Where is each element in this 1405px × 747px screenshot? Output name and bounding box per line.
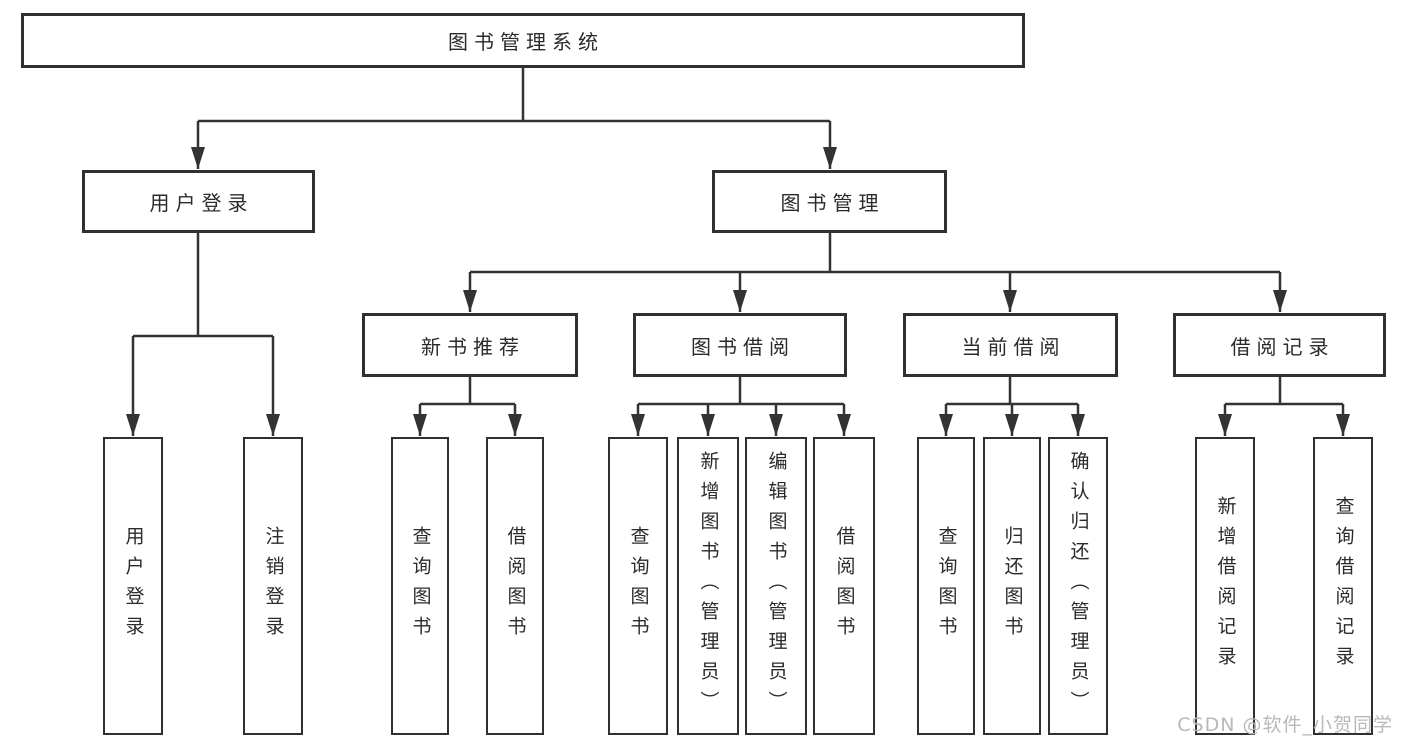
node-new-book-recommend: 新书推荐: [362, 313, 578, 377]
node-user-login-label: 用户登录: [149, 191, 254, 215]
leaf-user-login: 用户登录: [103, 437, 163, 735]
leaf-borrow-add-books-admin-label: 新增图书（管理员）: [697, 451, 720, 721]
leaf-recommend-query-books: 查询图书: [391, 437, 449, 735]
leaf-borrow-edit-books-admin-label: 编辑图书（管理员）: [765, 451, 788, 721]
node-new-book-recommend-label: 新书推荐: [421, 334, 525, 359]
leaf-current-confirm-return-admin: 确认归还（管理员）: [1048, 437, 1108, 735]
node-book-borrow-label: 图书借阅: [691, 334, 795, 359]
leaf-current-return-books-label: 归还图书: [1001, 526, 1024, 646]
node-borrow-records-label: 借阅记录: [1230, 334, 1335, 359]
leaf-current-query-books-label: 查询图书: [935, 526, 958, 646]
node-root: 图书管理系统: [21, 13, 1025, 68]
leaf-borrow-add-books-admin: 新增图书（管理员）: [677, 437, 739, 735]
node-current-borrow-label: 当前借阅: [961, 334, 1066, 359]
csdn-watermark: CSDN @软件_小贺同学: [1177, 714, 1393, 736]
leaf-current-return-books: 归还图书: [983, 437, 1041, 735]
leaf-borrow-borrow-books-label: 借阅图书: [833, 526, 856, 646]
leaf-records-add-record: 新增借阅记录: [1195, 437, 1255, 735]
node-user-login: 用户登录: [82, 170, 315, 233]
node-root-label: 图书管理系统: [448, 30, 604, 54]
leaf-recommend-borrow-books: 借阅图书: [486, 437, 544, 735]
leaf-borrow-edit-books-admin: 编辑图书（管理员）: [745, 437, 807, 735]
node-book-management-label: 图书管理: [780, 191, 885, 215]
node-book-borrow: 图书借阅: [633, 313, 847, 377]
leaf-logout: 注销登录: [243, 437, 303, 735]
leaf-recommend-borrow-books-label: 借阅图书: [504, 526, 527, 646]
leaf-records-add-record-label: 新增借阅记录: [1214, 496, 1237, 676]
leaf-user-login-label: 用户登录: [122, 526, 145, 646]
leaf-borrow-query-books-label: 查询图书: [627, 526, 650, 646]
leaf-borrow-query-books: 查询图书: [608, 437, 668, 735]
leaf-records-query-record-label: 查询借阅记录: [1332, 496, 1355, 676]
node-current-borrow: 当前借阅: [903, 313, 1118, 377]
leaf-current-query-books: 查询图书: [917, 437, 975, 735]
leaf-records-query-record: 查询借阅记录: [1313, 437, 1373, 735]
leaf-current-confirm-return-admin-label: 确认归还（管理员）: [1067, 451, 1090, 721]
node-borrow-records: 借阅记录: [1173, 313, 1386, 377]
leaf-logout-label: 注销登录: [262, 526, 285, 646]
leaf-borrow-borrow-books: 借阅图书: [813, 437, 875, 735]
node-book-management: 图书管理: [712, 170, 947, 233]
leaf-recommend-query-books-label: 查询图书: [409, 526, 432, 646]
